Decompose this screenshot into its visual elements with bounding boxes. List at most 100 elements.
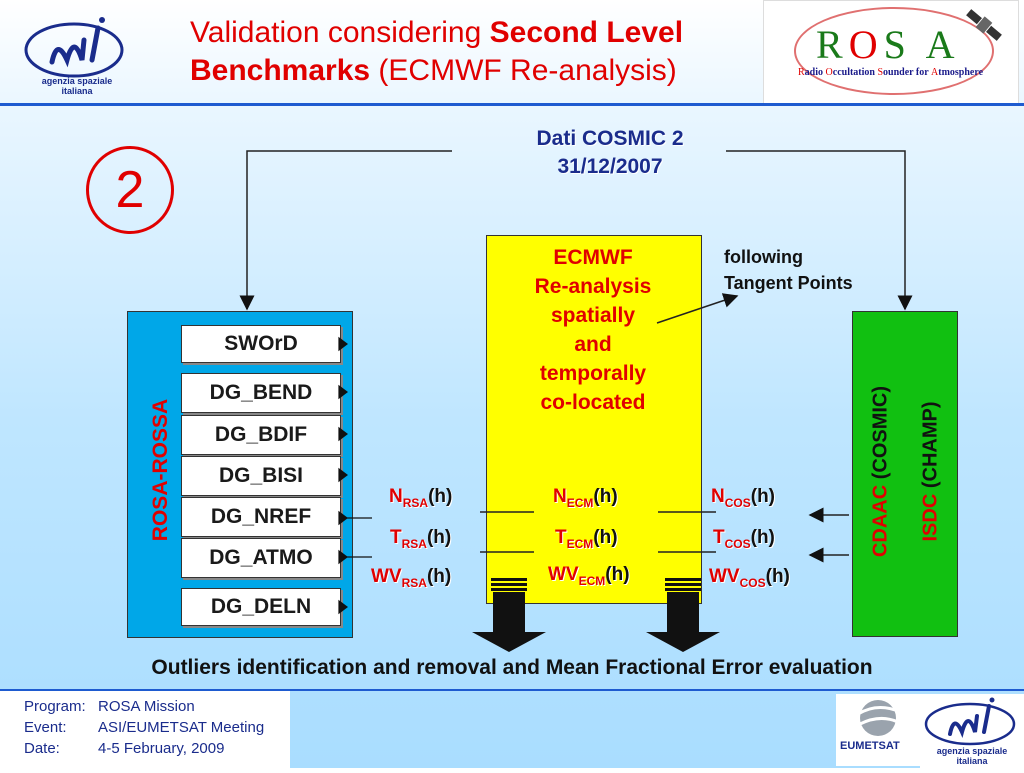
source-line1: Dati COSMIC 2	[536, 127, 684, 150]
footer-program-row: Program: ROSA Mission	[24, 698, 195, 715]
var-n-cos-sub: COS	[724, 495, 751, 510]
module-dg-bisi: DG_BISI	[181, 456, 341, 496]
annotation-tangent-points: following Tangent Points	[724, 244, 853, 296]
rosa-sub-s: S	[877, 67, 884, 78]
var-wv-cos-sym: WV	[709, 566, 740, 587]
asi-logo-footer-icon: agenzia spaziale italiana	[924, 697, 1016, 766]
title-line2-plain: (ECMWF Re-analysis)	[370, 54, 677, 87]
eumetsat-text: EUMETSAT	[840, 740, 900, 752]
var-n-ecm: NECM(h)	[553, 486, 618, 510]
flow-down-arrows	[472, 578, 720, 652]
bend-out-arrow	[338, 384, 348, 400]
asi-logo: agenzia spaziale italiana	[22, 10, 132, 96]
footer-event-label: Event:	[24, 719, 67, 736]
rosa-sub-a: A	[931, 67, 939, 78]
var-t-cos: TCOS(h)	[713, 527, 775, 551]
var-wv-rsa-arg: (h)	[426, 566, 452, 587]
footer-date-value: 4-5 February, 2009	[98, 740, 225, 757]
asi-footer-text-2: italiana	[956, 756, 988, 766]
footer-event-value: ASI/EUMETSAT Meeting	[98, 719, 265, 736]
var-t-cos-sym: T	[713, 527, 725, 548]
eumetsat-logo: EUMETSAT	[836, 694, 920, 766]
var-wv-ecm-arg: (h)	[605, 564, 630, 585]
var-n-cos-sym: N	[711, 486, 725, 507]
annotation-pointer-arrow	[656, 293, 739, 324]
outliers-statement: Outliers identification and removal and …	[151, 656, 873, 679]
annotation-line2: Tangent Points	[724, 273, 853, 293]
footer-divider	[0, 689, 1024, 691]
module-dg-bdif: DG_BDIF	[181, 415, 341, 455]
var-wv-ecm: WVECM(h)	[548, 564, 630, 588]
ecmwf-line-3: spatially	[550, 304, 636, 327]
deln-out-arrow	[338, 599, 348, 615]
rosa-sub-o: O	[825, 67, 833, 78]
var-n-rsa-sym: N	[389, 486, 403, 507]
footer-date-row: Date: 4-5 February, 2009	[24, 740, 224, 757]
source-to-cosmic-arrow	[726, 150, 913, 311]
ecmwf-line-6: co-located	[540, 391, 646, 414]
var-wv-cos: WVCOS(h)	[709, 566, 790, 590]
var-wv-ecm-sub: ECM	[578, 573, 606, 588]
cosmic-box	[852, 311, 958, 637]
footer-program-value: ROSA Mission	[98, 698, 195, 715]
step-number-circle: 2	[86, 146, 174, 234]
header-divider	[0, 103, 1024, 106]
var-t-rsa-arg: (h)	[426, 527, 452, 548]
rosa-logo-word: ROS A	[816, 21, 961, 68]
rosa-sub-1: adio	[804, 67, 826, 78]
var-t-cos-arg: (h)	[750, 527, 775, 548]
var-n-rsa-arg: (h)	[428, 486, 453, 507]
var-n-ecm-sym: N	[553, 486, 567, 507]
rosa-sub-2: ccultation	[832, 67, 878, 78]
rosa-logo-subtitle: Radio Occultation Sounder for Atmosphere	[798, 67, 983, 78]
annotation-line1: following	[724, 247, 803, 267]
module-dg-nref: DG_NREF	[181, 497, 341, 537]
title-line1-plain: Validation considering	[190, 16, 490, 49]
footer-info: Program: ROSA Mission Event: ASI/EUMETSAT …	[0, 691, 290, 768]
var-t-ecm-sub: ECM	[566, 536, 594, 551]
ecmwf-line-5: temporally	[539, 362, 647, 385]
slide-title: Validation considering Second Level Benc…	[190, 14, 760, 90]
ecmwf-line-4: and	[574, 333, 612, 356]
var-t-cos-sub: COS	[724, 536, 751, 551]
rosa-red-o: O	[848, 22, 884, 67]
var-n-ecm-sub: ECM	[566, 495, 594, 510]
module-dg-deln: DG_DELN	[181, 588, 341, 626]
asi-text-2: italiana	[61, 86, 93, 96]
title-line2-bold: Benchmarks	[190, 54, 371, 87]
eumetsat-globe-icon	[857, 700, 901, 736]
footer-date-label: Date:	[24, 740, 60, 757]
down-arrow-right-icon	[646, 592, 720, 652]
bisi-out-arrow	[338, 467, 348, 483]
var-n-rsa-sub: RSA	[402, 495, 429, 510]
ecmwf-box	[486, 235, 702, 604]
rosa-sub-r: R	[798, 67, 805, 78]
var-t-ecm-arg: (h)	[593, 527, 618, 548]
var-t-ecm-sym: T	[555, 527, 567, 548]
footer-event-row: Event: ASI/EUMETSAT Meeting	[24, 719, 264, 736]
var-n-cos: NCOS(h)	[711, 486, 775, 510]
var-wv-rsa-sub: RSA	[401, 575, 427, 590]
module-sword: SWOrD	[181, 325, 341, 363]
module-dg-atmo: DG_ATMO	[181, 538, 341, 578]
footer-program-label: Program:	[24, 698, 86, 715]
ecmwf-line-1: ECMWF	[553, 246, 633, 269]
rosa-letter-r: R	[816, 22, 849, 67]
rosa-sub-3: ounder for	[883, 67, 931, 78]
rosa-sub-4: tmosphere	[938, 67, 984, 78]
var-wv-rsa: WVRSA(h)	[371, 566, 451, 590]
asi-logo-footer: agenzia spaziale italiana	[920, 694, 1024, 768]
var-t-rsa-sub: RSA	[401, 536, 427, 551]
var-n-rsa: NRSA(h)	[389, 486, 452, 510]
asi-text-1: agenzia spaziale	[42, 76, 113, 86]
var-wv-cos-arg: (h)	[765, 566, 790, 587]
down-arrow-left-icon	[472, 592, 546, 652]
ecmwf-description: ECMWF Re-analysis spatially and temporal…	[486, 243, 700, 417]
rosa-logo-ring	[794, 7, 994, 95]
var-wv-ecm-sym: WV	[548, 564, 579, 585]
var-t-rsa: TRSA(h)	[390, 527, 451, 551]
title-line1-bold: Second Level	[489, 16, 684, 49]
var-wv-cos-sub: COS	[739, 575, 766, 590]
var-t-rsa-sym: T	[390, 527, 402, 548]
